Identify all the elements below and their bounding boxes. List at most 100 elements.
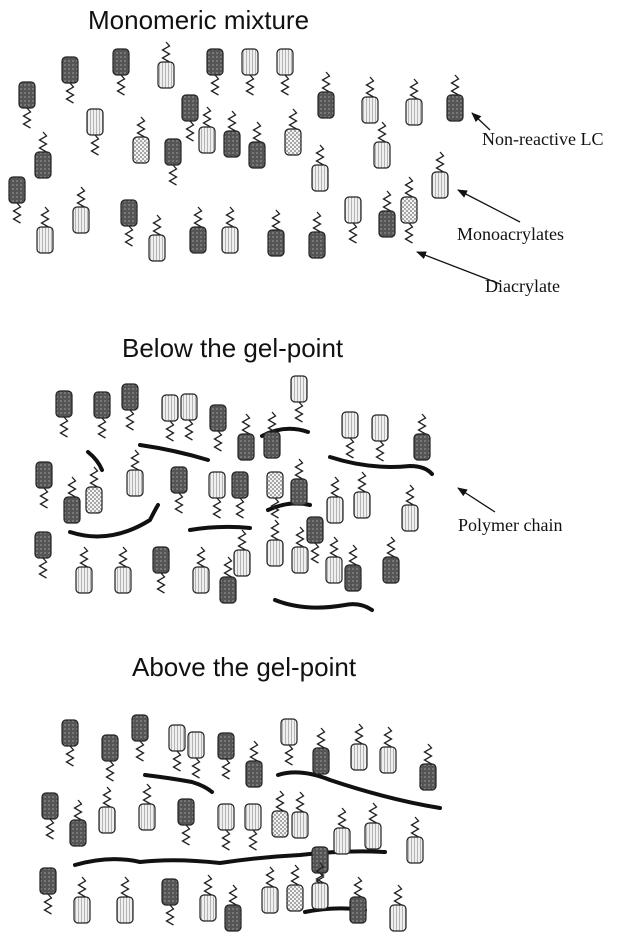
non-reactive-lc-molecule bbox=[217, 732, 235, 780]
non-reactive-lc-molecule bbox=[219, 556, 237, 604]
non-reactive-lc-molecule bbox=[177, 798, 195, 846]
diacrylate-molecule bbox=[85, 466, 103, 514]
non-reactive-lc-molecule bbox=[112, 48, 130, 96]
non-reactive-lc-molecule bbox=[446, 74, 464, 122]
non-reactive-lc-molecule bbox=[41, 792, 59, 840]
non-reactive-lc-molecule bbox=[18, 81, 36, 129]
label-non-reactive-lc: Non-reactive LC bbox=[482, 129, 603, 149]
monoacrylate-molecule bbox=[198, 106, 216, 154]
diacrylate-molecule bbox=[400, 176, 418, 244]
non-reactive-lc-molecule bbox=[34, 131, 52, 179]
monoacrylate-molecule bbox=[276, 48, 294, 96]
non-reactive-lc-molecule bbox=[8, 176, 26, 224]
non-reactive-lc-molecule bbox=[223, 110, 241, 158]
non-reactive-lc-molecule bbox=[248, 121, 266, 169]
non-reactive-lc-molecule bbox=[164, 138, 182, 186]
non-reactive-lc-molecule bbox=[263, 411, 281, 459]
non-reactive-lc-molecule bbox=[35, 461, 53, 509]
non-reactive-lc-molecule bbox=[224, 884, 242, 932]
non-reactive-lc-molecule bbox=[131, 714, 149, 762]
diacrylate-molecule bbox=[266, 471, 284, 519]
non-reactive-lc-molecule bbox=[61, 56, 79, 104]
non-reactive-lc-molecule bbox=[237, 413, 255, 461]
monoacrylate-molecule bbox=[180, 393, 198, 441]
monoacrylate-molecule bbox=[371, 414, 389, 462]
non-reactive-lc-molecule bbox=[231, 471, 249, 519]
monoacrylate-molecule bbox=[326, 476, 344, 524]
polymer-chain-segment bbox=[273, 598, 374, 612]
monoacrylate-molecule bbox=[344, 196, 362, 244]
non-reactive-lc-molecule bbox=[161, 878, 179, 926]
monoacrylate-molecule bbox=[199, 874, 217, 922]
monoacrylate-molecule bbox=[266, 519, 284, 567]
monoacrylate-molecule bbox=[114, 546, 132, 594]
non-reactive-lc-molecule bbox=[378, 190, 396, 238]
monoacrylate-molecule bbox=[311, 862, 329, 910]
non-reactive-lc-molecule bbox=[63, 476, 81, 524]
non-reactive-lc-molecule bbox=[69, 799, 87, 847]
monoacrylate-molecule bbox=[431, 151, 449, 199]
monoacrylate-molecule bbox=[138, 783, 156, 831]
monoacrylate-molecule bbox=[217, 803, 235, 851]
annotation-non-reactive-lc: Non-reactive LC bbox=[471, 112, 603, 149]
non-reactive-lc-molecule bbox=[308, 211, 326, 259]
monoacrylate-molecule bbox=[379, 726, 397, 774]
monoacrylate-molecule bbox=[72, 186, 90, 234]
non-reactive-lc-molecule bbox=[61, 719, 79, 767]
non-reactive-lc-molecule bbox=[344, 544, 362, 592]
monoacrylate-molecule bbox=[168, 724, 186, 772]
monoacrylate-molecule bbox=[290, 375, 308, 423]
arrow-non-reactive bbox=[471, 112, 491, 131]
non-reactive-lc-molecule bbox=[170, 466, 188, 514]
non-reactive-lc-molecule bbox=[209, 404, 227, 452]
monoacrylate-molecule bbox=[350, 723, 368, 771]
non-reactive-lc-molecule bbox=[413, 413, 431, 461]
polymer-chain-segment bbox=[328, 455, 434, 476]
monoacrylate-molecule bbox=[341, 411, 359, 459]
monoacrylate-molecule bbox=[241, 48, 259, 96]
non-reactive-lc-molecule bbox=[120, 199, 138, 247]
non-reactive-lc-molecule bbox=[121, 383, 139, 431]
non-reactive-lc-molecule bbox=[189, 206, 207, 254]
monoacrylate-molecule bbox=[86, 108, 104, 156]
diacrylate-molecule bbox=[286, 864, 304, 912]
monoacrylate-molecule bbox=[373, 121, 391, 169]
monoacrylate-molecule bbox=[208, 471, 226, 519]
panel-title-above-gel: Above the gel-point bbox=[132, 652, 357, 682]
monoacrylate-molecule bbox=[221, 206, 239, 254]
non-reactive-lc-molecule bbox=[34, 531, 52, 579]
monoacrylate-molecule bbox=[389, 884, 407, 932]
non-reactive-lc-molecule bbox=[181, 94, 199, 142]
monoacrylate-molecule bbox=[261, 866, 279, 914]
polymer-chain-segment bbox=[73, 849, 387, 867]
label-diacrylate: Diacrylate bbox=[485, 276, 560, 296]
non-reactive-lc-molecule bbox=[101, 734, 119, 782]
non-reactive-lc-molecule bbox=[349, 876, 367, 924]
annotation-monoacrylates: Monoacrylates bbox=[457, 189, 564, 244]
label-polymer-chain: Polymer chain bbox=[458, 515, 562, 535]
arrow-diacrylate bbox=[416, 251, 501, 285]
monoacrylate-molecule bbox=[73, 876, 91, 924]
diacrylate-molecule bbox=[132, 116, 150, 164]
non-reactive-lc-molecule bbox=[306, 516, 324, 564]
annotation-diacrylate: Diacrylate bbox=[416, 251, 560, 296]
monoacrylate-molecule bbox=[98, 786, 116, 834]
monoacrylate-molecule bbox=[325, 536, 343, 584]
arrow-monoacrylates bbox=[457, 189, 521, 223]
polymer-chain-segment bbox=[138, 443, 210, 462]
non-reactive-lc-molecule bbox=[55, 390, 73, 438]
polymer-chain-segment bbox=[188, 524, 252, 532]
monoacrylate-molecule bbox=[148, 214, 166, 262]
non-reactive-lc-molecule bbox=[39, 867, 57, 915]
diacrylate-molecule bbox=[271, 790, 289, 838]
label-monoacrylates: Monoacrylates bbox=[457, 224, 564, 244]
polymer-chains bbox=[68, 426, 442, 914]
monoacrylate-molecule bbox=[116, 876, 134, 924]
non-reactive-lc-molecule bbox=[382, 536, 400, 584]
monoacrylate-molecule bbox=[192, 546, 210, 594]
monoacrylate-molecule bbox=[401, 484, 419, 532]
monoacrylate-molecule bbox=[244, 803, 262, 851]
non-reactive-lc-molecule bbox=[312, 727, 330, 775]
annotation-polymer-chain: Polymer chain bbox=[457, 487, 562, 535]
